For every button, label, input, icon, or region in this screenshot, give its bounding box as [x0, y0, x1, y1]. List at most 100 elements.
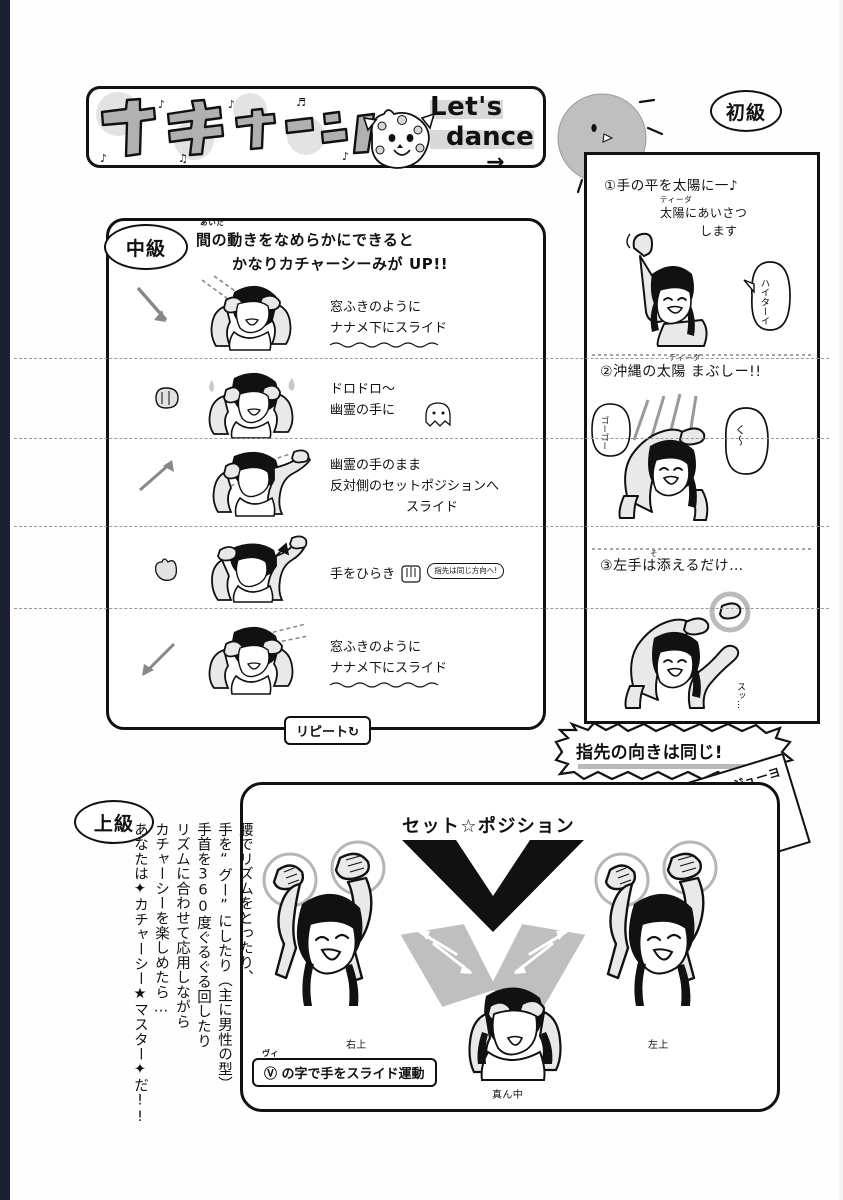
advanced-col-2: 手を“グー”にしたり（主に男性の型）	[216, 822, 232, 1092]
row-1-line1: 窓ふきのように	[330, 300, 422, 315]
intermediate-sep-1	[14, 358, 829, 359]
row-3-line3: スライド	[406, 499, 459, 515]
bubble-ku-label: く～	[734, 424, 747, 446]
row-2-line2: 幽霊の手に	[330, 402, 396, 418]
fingertip-tag: 指先は同じ方向へ!	[427, 563, 505, 579]
badge-intermediate-label: 中級	[125, 237, 167, 260]
dance-label: dance	[446, 122, 534, 152]
intermediate-row-4-text: 手をひらき 指先は同じ方向へ!	[330, 562, 505, 586]
svg-text:♬: ♬	[296, 96, 306, 109]
figure-setpos-left	[262, 840, 386, 1006]
headline-line-2: かなりカチャーシーみが UP!!	[232, 255, 449, 273]
beginner-step-1-heading: ①手の平を太陽に一♪	[604, 176, 814, 196]
v-slide-chip[interactable]: ヴィ Ⓥ の字で手をスライド運動	[252, 1049, 437, 1087]
svg-text:♫: ♫	[178, 152, 188, 165]
intermediate-sep-4	[14, 608, 829, 609]
repeat-chip[interactable]: リピート↻	[284, 716, 371, 745]
figure-beginner-2	[618, 393, 709, 521]
step-1-ruby: ティーダ	[660, 195, 693, 204]
page-edge-right	[839, 0, 843, 1200]
step-1-sub-line2: します	[700, 223, 738, 238]
effect-su-label: スッ…	[735, 682, 745, 709]
setpos-title: セット☆ポジション	[402, 816, 576, 837]
bubble-haitai-label: ハイターイ	[759, 278, 771, 326]
repeat-chip-label: リピート↻	[296, 725, 359, 740]
step-1-sub-line1: 太陽にあいさつ	[660, 205, 748, 220]
beginner-step-1-sub: ティーダ 太陽にあいさつ します	[660, 196, 810, 240]
beginner-sep-1	[592, 354, 812, 356]
advanced-col-3: 手首を360度ぐるぐる回したり	[195, 822, 211, 1049]
ghost-icon	[425, 402, 451, 427]
intermediate-row-1	[132, 282, 180, 334]
intermediate-headline: あいだ 間の動きをなめらかにできると かなりカチャーシーみが UP!!	[196, 219, 542, 276]
step-3-ruby: そ	[650, 549, 659, 558]
figure-inter-3	[212, 449, 312, 517]
svg-text:♪: ♪	[100, 152, 107, 165]
advanced-col-6: あなたは✦カチャーシー★マスター✦だ!!	[132, 822, 148, 1126]
headline-line-1: 間の動きをなめらかにできると	[196, 231, 415, 249]
advanced-col-1: 腰でリズムをとったり、	[237, 822, 253, 985]
figure-label-left: 右上	[346, 1040, 367, 1051]
figure-inter-5	[208, 623, 309, 695]
v-slide-label: Ⓥ の字で手をスライド運動	[264, 1067, 425, 1082]
step-2-heading-text: 沖縄の太陽 まぶしー!!	[613, 364, 762, 380]
intermediate-row-1-text: 窓ふきのように ナナメ下にスライド	[329, 298, 450, 349]
bubble-ku: く～	[725, 407, 769, 475]
lets-dance-title: Let's dance →	[430, 92, 560, 175]
svg-text:♪: ♪	[158, 98, 165, 111]
badge-advanced: 上級	[74, 800, 154, 844]
figure-label-right: 左上	[648, 1040, 669, 1051]
intermediate-row-2-text: ドロドロ～ 幽霊の手に	[330, 380, 451, 427]
row-2-line1: ドロドロ～	[330, 382, 396, 397]
intermediate-panel	[106, 218, 546, 730]
bubble-gogo: ゴーゴー	[591, 403, 631, 457]
slide-direction-bands	[400, 924, 586, 1007]
beginner-step-3-heading: ③左手は添えるだけ…	[600, 556, 820, 577]
step-2-number: ②	[600, 364, 614, 380]
beginner-step-2-heading: ②沖縄の太陽 まぶしー!!	[600, 362, 820, 383]
row-1-line2: ナナメ下にスライド	[330, 320, 448, 336]
row-5-wavy-underline	[329, 681, 439, 688]
figure-setpos-right	[594, 840, 718, 1006]
advanced-vertical-text: 腰でリズムをとったり、 手を“グー”にしたり（主に男性の型） 手首を360度ぐる…	[80, 822, 253, 1126]
figure-setpos-center	[468, 987, 562, 1081]
figure-beginner-1	[626, 232, 708, 347]
row-3-line2: 反対側のセットポジションへ	[330, 478, 500, 494]
v-slide-ruby: ヴィ	[262, 1049, 279, 1058]
figure-inter-1	[201, 275, 292, 351]
intermediate-sep-2	[14, 438, 829, 439]
lets-label: Let's	[430, 92, 503, 122]
intermediate-sep-3	[14, 526, 829, 527]
burst-note-label: 指先の向きは同じ!	[576, 743, 723, 763]
row-5-line2: ナナメ下にスライド	[330, 660, 448, 676]
row-3-line1: 幽霊の手のまま	[330, 458, 422, 473]
big-v-arrow-icon	[402, 840, 584, 932]
row-1-wavy-underline	[329, 341, 439, 348]
page-edge-left	[0, 0, 10, 1200]
step-1-heading-text: 手の平を太陽に一♪	[616, 178, 739, 194]
step-1-number: ①	[604, 178, 617, 194]
shisa-face-icon	[362, 109, 436, 169]
intermediate-row-3-text: 幽霊の手のまま 反対側のセットポジションへ スライド	[330, 456, 499, 518]
step-3-number: ③	[600, 558, 614, 574]
advanced-col-4: リズムに合わせて応用しながら	[174, 822, 190, 1030]
badge-beginner-label: 初級	[725, 101, 767, 124]
arrow-down-left-icon	[142, 642, 176, 676]
badge-intermediate: 中級	[104, 224, 188, 270]
open-hand-inline-icon	[401, 565, 421, 583]
open-hand-icon	[154, 558, 178, 581]
svg-text:♪: ♪	[342, 150, 349, 163]
advanced-col-5: カチャーシーを楽しめたら…	[153, 822, 169, 1016]
fingertip-direction-note: 指先の向きは同じ!	[554, 721, 798, 782]
figure-beginner-3: スッ…	[624, 591, 751, 709]
fist-icon	[155, 387, 179, 409]
figure-inter-2	[208, 372, 295, 439]
headline-ruby: あいだ	[200, 218, 225, 227]
step-2-ruby: ティーダ	[669, 353, 702, 362]
arrow-down-right-icon	[136, 286, 168, 322]
bubble-gogo-label: ゴーゴー	[599, 415, 609, 450]
badge-beginner: 初級	[710, 90, 782, 132]
intermediate-row-5-text: 窓ふきのように ナナメ下にスライド	[329, 638, 450, 689]
page-title-katakana: ♪ ♪ ♫ ♪ ♬ ♪	[100, 96, 411, 165]
figure-label-center: 真ん中	[492, 1090, 524, 1101]
